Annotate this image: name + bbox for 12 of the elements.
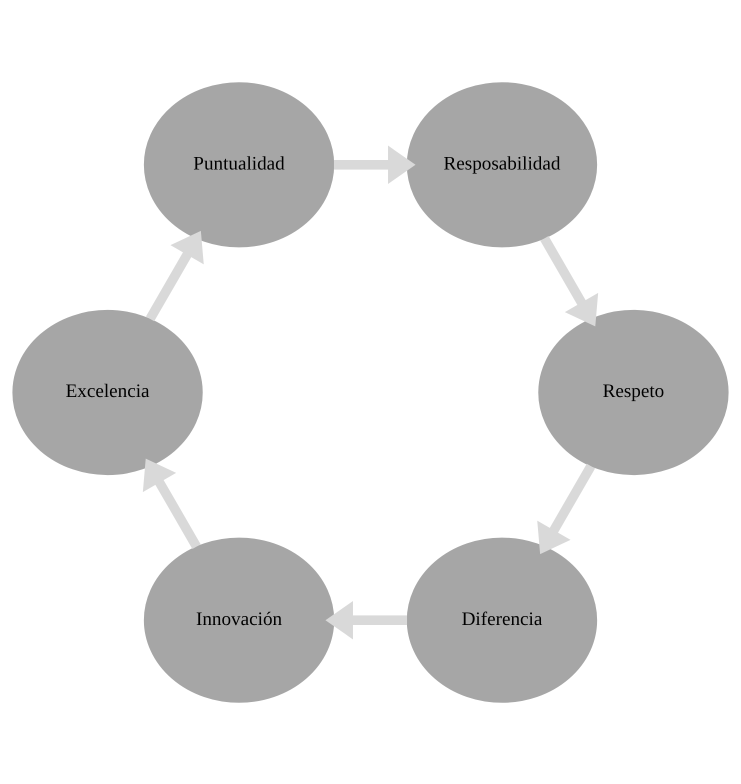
arrow (142, 458, 201, 548)
arrow (540, 236, 598, 326)
node-ellipse: Respeto (538, 309, 729, 475)
node-ellipse: Resposabilidad (406, 82, 598, 247)
node-ellipse: Puntualidad (144, 82, 334, 247)
arrow (146, 230, 204, 321)
node-ellipse: Excelencia (12, 309, 203, 475)
arrow (537, 463, 596, 554)
arrow (334, 145, 416, 184)
node-ellipse: Innovación (144, 537, 334, 702)
node-ellipse: Diferencia (406, 537, 598, 702)
arrow (325, 600, 408, 639)
